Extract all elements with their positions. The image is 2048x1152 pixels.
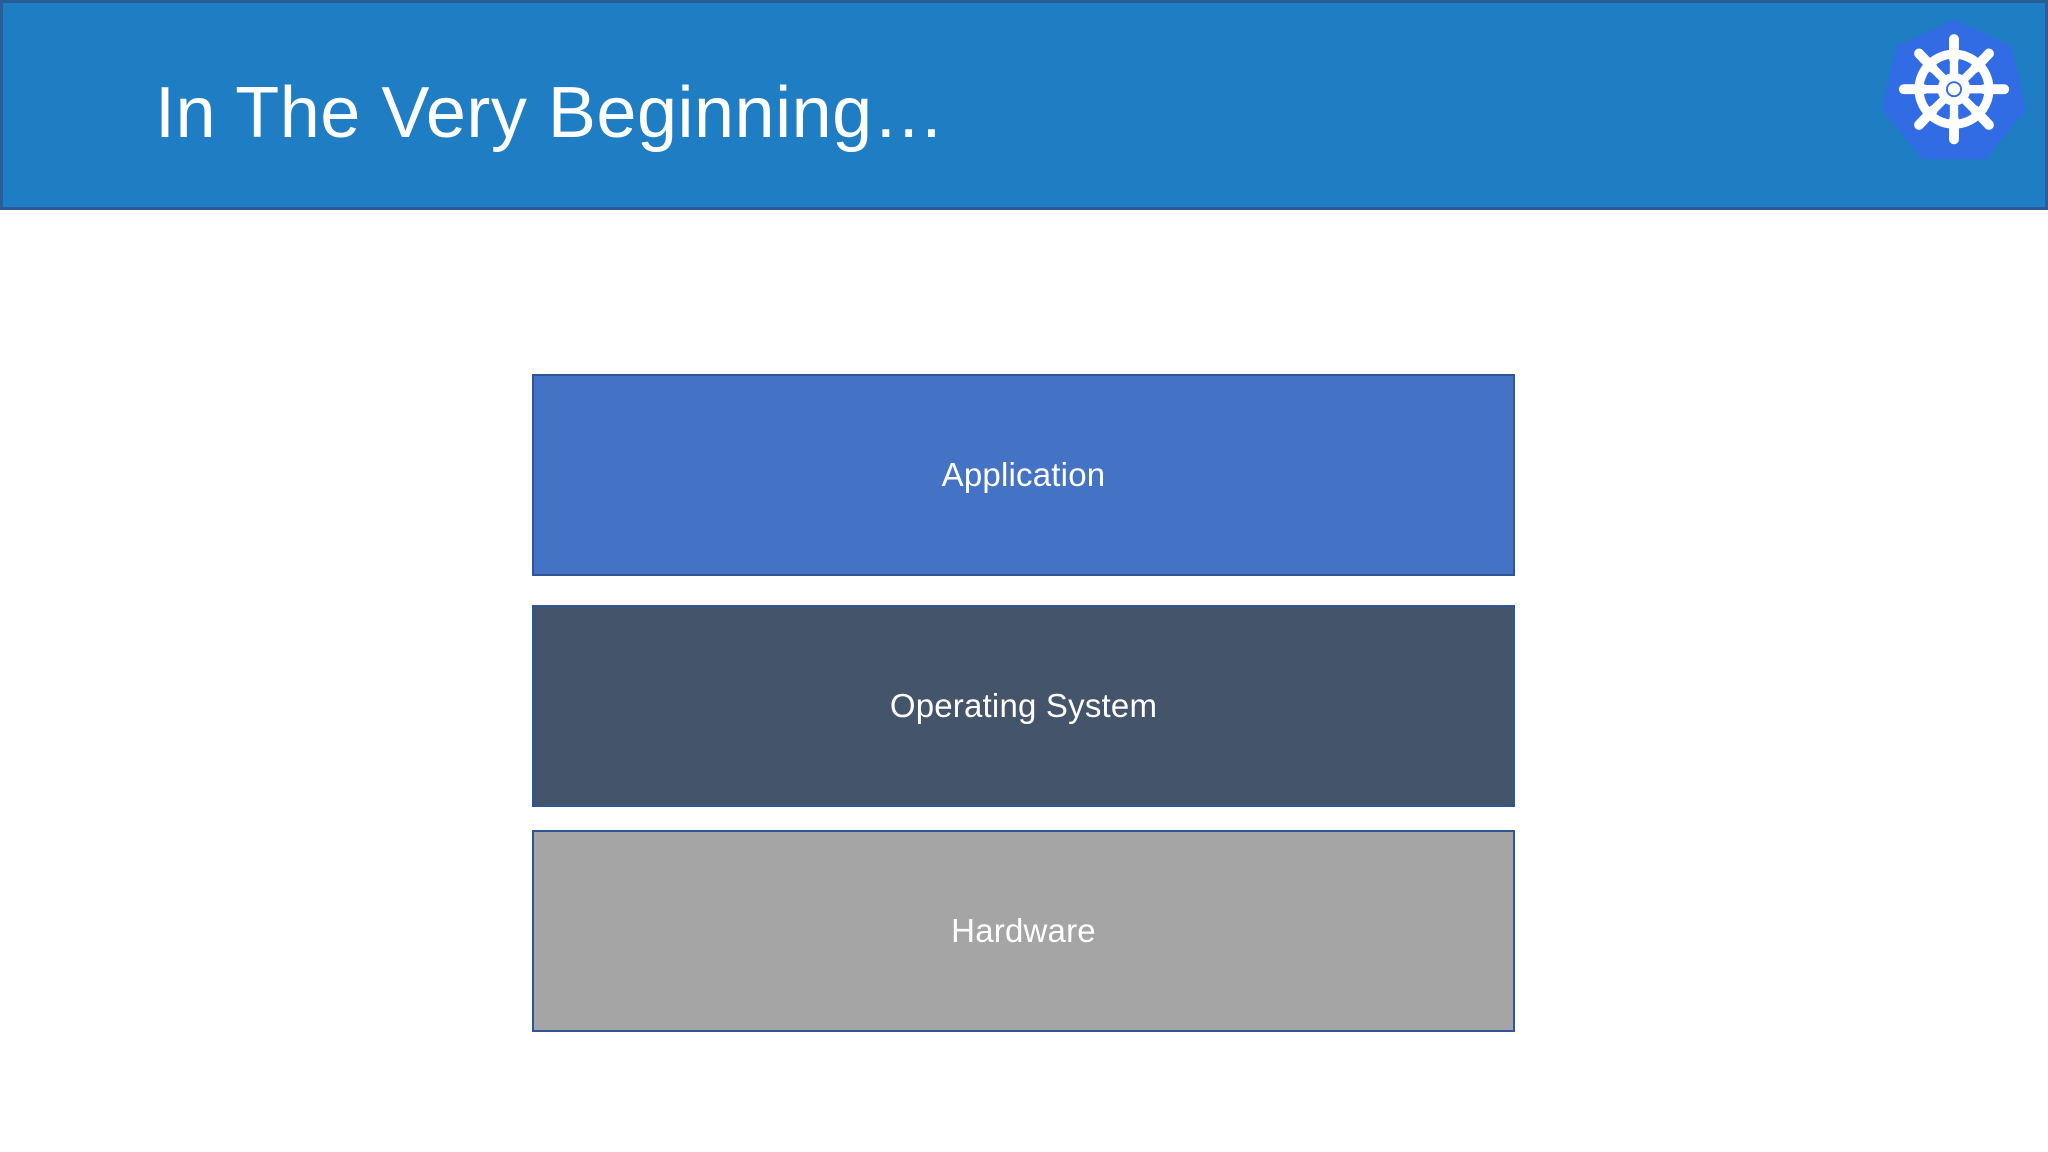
stack-layer-label: Application: [941, 456, 1106, 493]
stack-layer-label: Operating System: [889, 687, 1158, 724]
slide-header-band: In The Very Beginning…: [0, 0, 2048, 210]
stack-layer-label: Hardware: [951, 912, 1096, 949]
page-title: In The Very Beginning…: [155, 73, 946, 153]
stack-layer-hardware: Hardware: [532, 830, 1515, 1032]
kubernetes-helm-wheel-icon: [1878, 13, 2030, 173]
stack-layer-application: Application: [532, 374, 1515, 576]
stack-layer-operating-system: Operating System: [532, 605, 1515, 807]
